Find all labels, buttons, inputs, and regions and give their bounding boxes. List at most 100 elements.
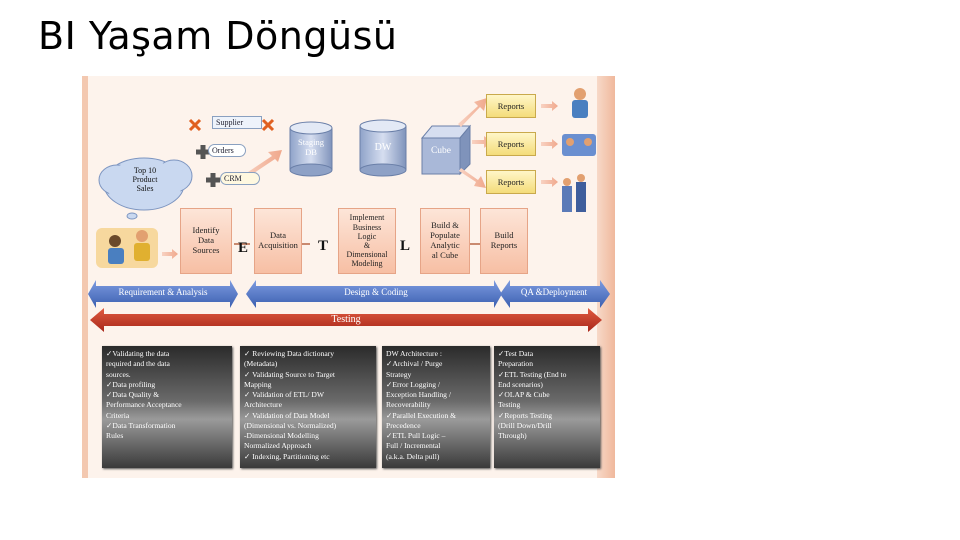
cloud-label: Top 10 Product Sales: [122, 166, 168, 194]
note-line: ✓Data Transformation: [106, 420, 176, 430]
note-line: ✓ Validating Source to Target: [244, 369, 336, 379]
note-line: (Drill Down/Drill: [498, 420, 552, 430]
step-line: Implement: [349, 213, 385, 223]
step-line: Business: [352, 222, 382, 232]
note-line: Testing: [498, 400, 521, 410]
note-requirement-analysis: ✓Validating the data required and the da…: [102, 346, 232, 468]
crm-source: CRM: [220, 172, 260, 185]
supplier-source: Supplier: [212, 116, 262, 129]
etl-e-label: E: [238, 240, 249, 256]
cube-label: Cube: [430, 146, 452, 156]
note-line: ✓Data Quality &: [106, 390, 160, 399]
note-line: ✓ETL Testing (End to: [498, 369, 567, 379]
note-line: (Metadata): [244, 359, 278, 369]
note-line: ✓OLAP & Cube: [498, 390, 550, 399]
etl-t-label: T: [318, 238, 329, 254]
phase-design-coding: Design & Coding: [344, 287, 408, 297]
note-line: Precedence: [386, 420, 421, 430]
step-line: Sources: [192, 244, 220, 255]
staging-db-cylinder: [289, 121, 333, 177]
step-line: Data: [269, 230, 287, 241]
step-line: Populate: [430, 230, 460, 241]
step-line: Identify: [192, 225, 220, 236]
note-line: ✓Parallel Execution &: [386, 410, 457, 420]
step-line: Logic: [357, 231, 377, 241]
note-line: ✓Test Data: [498, 349, 534, 358]
note-qa-deployment: ✓Test Data Preparation ✓ETL Testing (End…: [494, 346, 600, 468]
analyst-people-illustration: [96, 228, 158, 268]
note-line: ✓ Validation of Data Model: [244, 410, 330, 420]
staging-label-line: DB: [305, 146, 317, 157]
phase-arrows: [88, 280, 610, 332]
step-build-reports: Build Reports: [480, 208, 528, 274]
source-status-marks: [188, 118, 275, 187]
note-dw-architecture: DW Architecture : ✓Archival / Purge Stra…: [382, 346, 490, 468]
dw-label: DW: [374, 142, 392, 153]
thought-cloud: [98, 157, 193, 220]
report-box-1: Reports: [486, 94, 536, 118]
note-line: Mapping: [244, 379, 272, 389]
note-line: (Dimensional vs. Normalized): [244, 420, 337, 430]
step-line: &: [363, 241, 371, 250]
step-line: Reports: [490, 240, 518, 250]
cube-shape: [420, 124, 472, 176]
diagram-left-edge: [82, 76, 88, 478]
step-line: Analytic: [430, 240, 460, 250]
note-line: Criteria: [106, 410, 130, 420]
note-line: ✓Data profiling: [106, 379, 156, 389]
step-line: Acquisition: [258, 240, 298, 250]
note-line: Performance Acceptance: [106, 400, 182, 410]
note-line: Full / Incremental: [386, 441, 441, 451]
report-box-3: Reports: [486, 170, 536, 194]
note-line: (a.k.a. Delta pull): [386, 451, 440, 461]
slide-title: BI Yaşam Döngüsü: [38, 14, 398, 58]
dw-cylinder: [359, 119, 407, 177]
step-implement-business-logic: Implement Business Logic & Dimensional M…: [338, 208, 396, 274]
step-line: Data: [197, 235, 215, 246]
note-line: sources.: [106, 369, 131, 379]
phase-qa-deployment: QA &Deployment: [520, 287, 588, 297]
note-line: ✓ Indexing, Partitioning etc: [244, 451, 330, 461]
note-line: ✓ETL Pull Logic –: [386, 431, 446, 440]
step-line: Build &: [431, 220, 459, 231]
note-line: ✓Reports Testing: [498, 410, 552, 420]
etl-l-label: L: [400, 238, 411, 254]
note-line: required and the data: [106, 359, 170, 369]
note-line: ✓Error Logging /: [386, 379, 441, 389]
bi-lifecycle-diagram: Supplier Orders CRM Top 10 Product Sales…: [82, 76, 615, 478]
step-line: Dimensional: [346, 250, 388, 260]
note-line: Recoverability: [386, 400, 431, 410]
step-line: al Cube: [431, 249, 459, 260]
cloud-line: Sales: [136, 184, 154, 194]
note-line: Exception Handling /: [386, 390, 451, 399]
note-line: Through): [498, 431, 527, 440]
orders-source: Orders: [208, 144, 246, 157]
cloud-line: Product: [132, 175, 158, 185]
note-design-coding: ✓ Reviewing Data dictionary (Metadata) ✓…: [240, 346, 376, 468]
note-line: ✓Validating the data: [106, 349, 170, 358]
note-line: Strategy: [386, 369, 412, 379]
note-line: Preparation: [498, 359, 534, 369]
note-line: End scenarios): [498, 379, 543, 389]
step-data-acquisition: Data Acquisition: [254, 208, 302, 274]
step-identify-data-sources: Identify Data Sources: [180, 208, 232, 274]
staging-label-line: Staging: [298, 137, 324, 147]
note-line: ✓ Validation of ETL/ DW: [244, 390, 325, 399]
note-line: Architecture: [244, 400, 282, 410]
note-line: Normalized Approach: [244, 441, 312, 451]
diagram-right-edge: [597, 76, 615, 478]
report-box-2: Reports: [486, 132, 536, 156]
step-line: Build: [494, 230, 514, 241]
staging-db-label: Staging DB: [294, 137, 328, 158]
cloud-line: Top 10: [133, 166, 157, 175]
note-line: ✓Archival / Purge: [386, 359, 443, 369]
phase-testing: Testing: [331, 314, 361, 325]
note-line: DW Architecture :: [386, 349, 442, 358]
note-line: ✓ Reviewing Data dictionary: [244, 349, 335, 358]
diagram-graphics: [88, 88, 610, 332]
note-line: Rules: [106, 431, 124, 440]
step-build-populate-cube: Build & Populate Analytic al Cube: [420, 208, 470, 274]
phase-requirement-analysis: Requirement & Analysis: [118, 287, 208, 297]
note-line: -Dimensional Modelling: [244, 431, 319, 440]
report-users-illustration: [562, 88, 596, 212]
